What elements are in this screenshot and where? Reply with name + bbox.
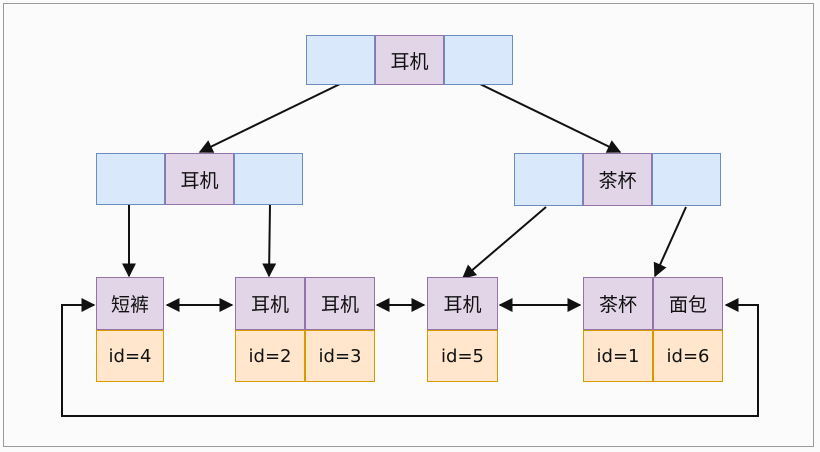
leaf2-key-2: 耳机 [305,277,375,330]
leaf4-id-1: id=1 [583,330,653,382]
internal-right-key: 茶杯 [583,153,652,206]
arrow-left-to-leaf2 [262,204,277,278]
arrow-root-to-right [479,83,622,153]
arrow-root-to-left [198,83,341,153]
leaf2-id-1: id=2 [235,330,305,382]
wrap-link-loop [61,298,759,417]
root-key: 耳机 [375,35,444,85]
arrow-right-to-leaf4 [653,206,687,278]
leaf4-id-2: id=6 [653,330,723,382]
leaf1-key: 短裤 [96,277,164,330]
leaf3-key: 耳机 [427,277,498,330]
root-pointer-right [444,35,513,85]
internal-left-pointer-right [234,153,303,205]
leaf2-key-1: 耳机 [235,277,305,330]
arrow-right-to-leaf3 [461,206,547,279]
leaf4-key-2: 面包 [653,277,723,330]
internal-left-pointer-left [96,153,165,205]
leaf3-id: id=5 [427,330,498,382]
internal-left-key: 耳机 [165,153,234,205]
leaf1-id: id=4 [96,330,164,382]
root-pointer-left [306,35,375,85]
internal-right-pointer-left [514,153,583,206]
leaf2-id-2: id=3 [305,330,375,382]
internal-right-pointer-right [652,153,721,206]
leaf4-key-1: 茶杯 [583,277,653,330]
